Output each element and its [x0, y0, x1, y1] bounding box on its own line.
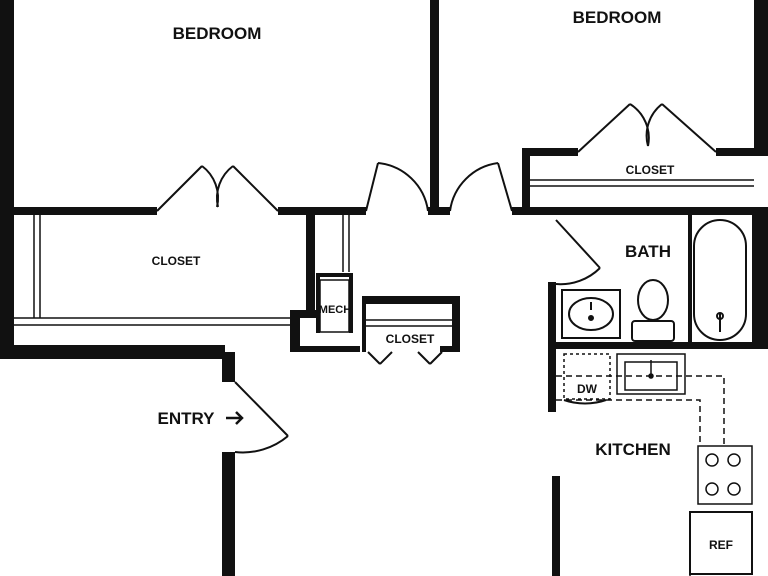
toilet-bowl	[637, 279, 669, 321]
kitchen-label: KITCHEN	[595, 440, 671, 459]
bath-label: BATH	[625, 242, 671, 261]
closet-label-upper-right: CLOSET	[626, 163, 675, 177]
arrow-right-icon	[226, 411, 244, 425]
closet-shelves	[14, 179, 754, 333]
dw-label: DW	[577, 382, 598, 396]
door-swings	[156, 103, 717, 454]
kitchen-fixtures	[556, 353, 753, 576]
closet-label-hall: CLOSET	[386, 332, 435, 346]
bath-fixtures	[561, 219, 747, 342]
bedroom-label-right: BEDROOM	[573, 8, 662, 27]
closet-label-left: CLOSET	[152, 254, 201, 268]
bathtub	[693, 219, 747, 341]
sink-basin	[568, 297, 614, 331]
entry-label: ENTRY	[158, 409, 216, 428]
toilet-tank	[631, 320, 675, 342]
mech-label: MECH	[319, 304, 351, 316]
bedroom-label-left: BEDROOM	[173, 24, 262, 43]
kitchen-sink	[616, 353, 686, 395]
ref-label: REF	[709, 538, 733, 552]
stove	[697, 445, 753, 505]
